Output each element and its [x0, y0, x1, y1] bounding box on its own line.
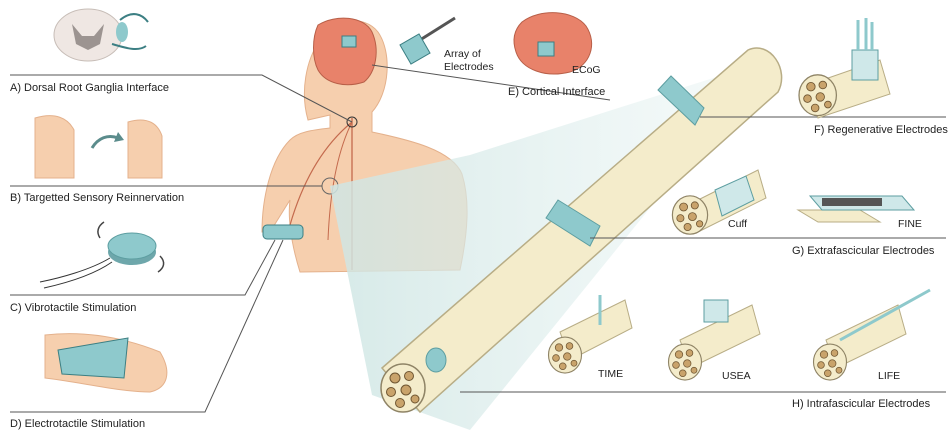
electrotactile-icon	[45, 334, 167, 392]
nerve-cross-section	[381, 364, 425, 412]
intrafascicular-band	[426, 348, 446, 372]
vibrotactile-icon	[40, 222, 164, 288]
label-regenerative-electrodes: F) Regenerative Electrodes	[814, 124, 948, 136]
dorsal-root-ganglia-icon	[54, 9, 148, 61]
label-intrafascicular-electrodes: H) Intrafascicular Electrodes	[792, 398, 930, 410]
label-life: LIFE	[878, 370, 900, 382]
brain-icon	[314, 18, 377, 85]
label-time: TIME	[598, 368, 623, 380]
label-ecog: ECoG	[572, 64, 601, 76]
label-vibrotactile-stimulation: C) Vibrotactile Stimulation	[10, 302, 136, 314]
label-dorsal-root-ganglia: A) Dorsal Root Ganglia Interface	[10, 82, 169, 94]
label-cortical-interface: E) Cortical Interface	[508, 86, 605, 98]
life-electrode-icon	[814, 290, 931, 380]
label-electrotactile-stimulation: D) Electrotactile Stimulation	[10, 418, 145, 430]
cuff-electrode-icon	[672, 170, 766, 234]
label-array-of-electrodes: Array of Electrodes	[444, 48, 504, 74]
label-targeted-sensory-reinnervation: B) Targetted Sensory Reinnervation	[10, 192, 184, 204]
fine-electrode-icon	[798, 196, 914, 222]
cortical-electrode-icon	[342, 36, 356, 47]
regenerative-electrode-icon	[799, 18, 890, 118]
usea-electrode-icon	[669, 300, 761, 380]
label-cuff: Cuff	[728, 218, 747, 230]
label-extrafascicular-electrodes: G) Extrafascicular Electrodes	[792, 245, 934, 257]
label-usea: USEA	[722, 370, 751, 382]
sensory-reinnervation-icon	[35, 116, 162, 178]
label-fine: FINE	[898, 218, 922, 230]
armband-icon	[263, 225, 303, 239]
